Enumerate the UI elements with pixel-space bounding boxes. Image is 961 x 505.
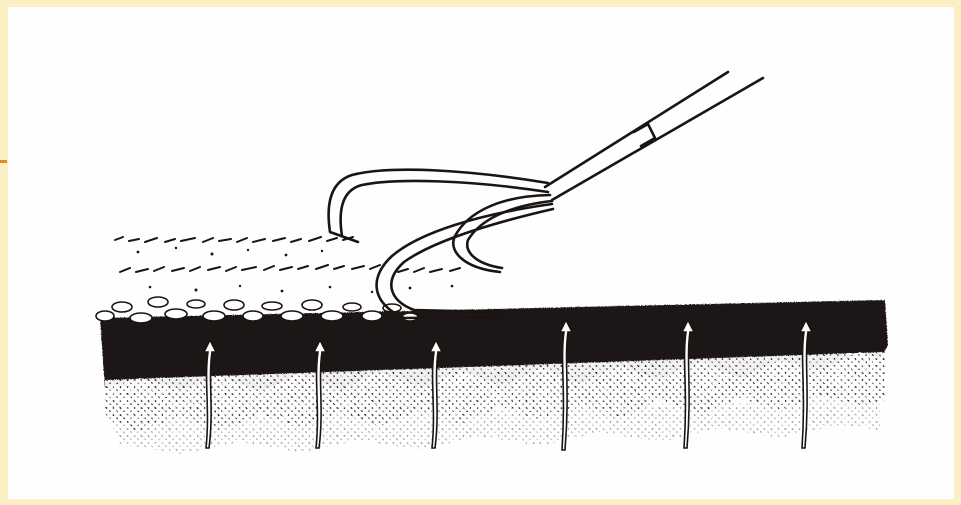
mulch-lines bbox=[115, 237, 460, 272]
cultivator-tool bbox=[329, 72, 763, 318]
gravel-layer bbox=[96, 297, 418, 323]
